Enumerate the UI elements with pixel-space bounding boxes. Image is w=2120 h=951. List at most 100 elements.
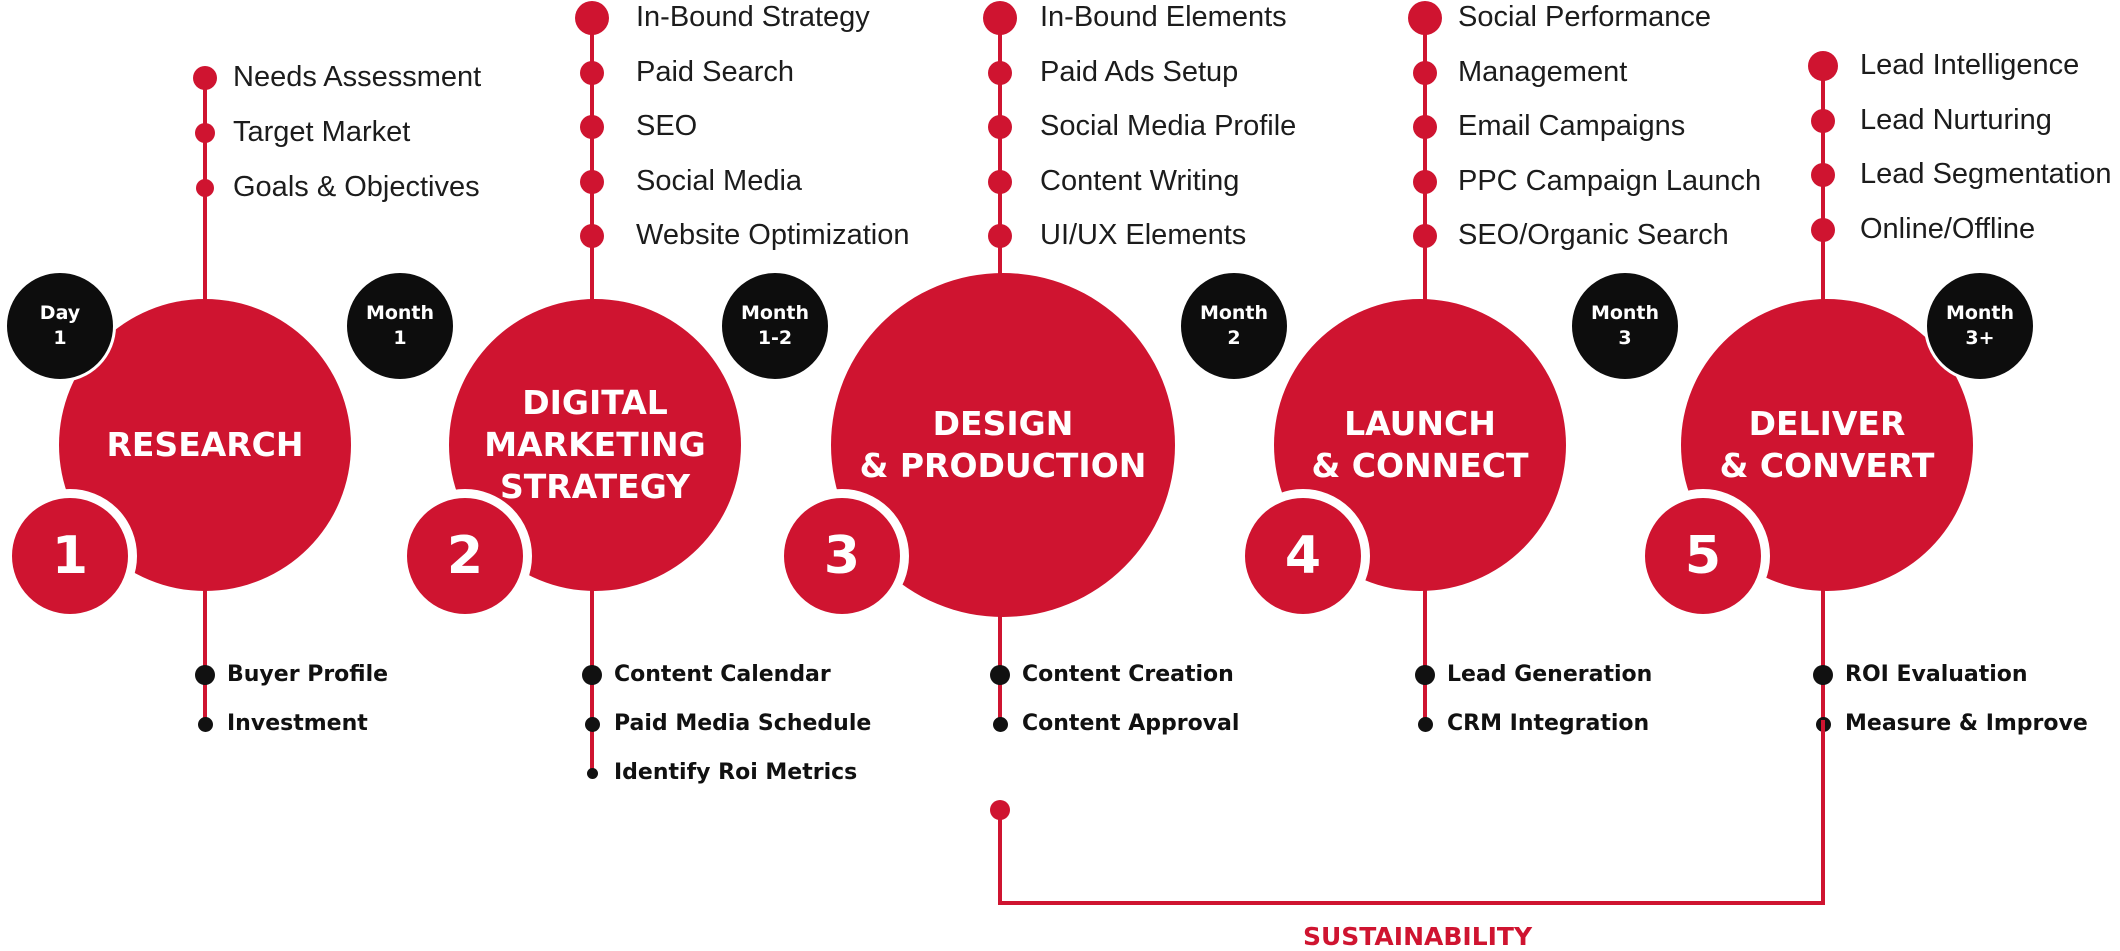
- stage-2-bottom-item-label: Content Calendar: [614, 662, 831, 687]
- stage-4-top-item-label: Social Performance: [1458, 1, 1712, 33]
- stage-5-top-item-label: Lead Nurturing: [1860, 103, 2052, 136]
- sustainability-loop-bottom: [998, 901, 1825, 905]
- stage-3-bottom-item-dot: [992, 716, 1008, 732]
- stage-3-top-item-label: In-Bound Elements: [1040, 1, 1287, 33]
- stage-1-bottom-connector: [203, 581, 207, 724]
- stage-2-bottom-item-label: Paid Media Schedule: [614, 711, 872, 736]
- stage-5-top-item-label: Lead Intelligence: [1860, 49, 2080, 81]
- sustainability-loop-dot: [990, 800, 1010, 820]
- stage-4-top-item-dot: [1413, 60, 1437, 85]
- stage-3-top-item-label: Content Writing: [1040, 164, 1240, 197]
- timeline-badge-text: Day 1: [39, 302, 81, 349]
- stage-4-top-item-label: Email Campaigns: [1458, 110, 1686, 142]
- stage-1-title: RESEARCH: [106, 425, 304, 464]
- stage-2-top-item-dot: [580, 169, 604, 194]
- timeline-badge: Month 1: [344, 270, 456, 382]
- stage-2-top-item-dot: [575, 1, 609, 35]
- stage-3-bottom-item-dot: [990, 665, 1010, 685]
- stage-4-bottom-item-label: Lead Generation: [1447, 662, 1653, 687]
- stage-3-bottom-item-label: Content Approval: [1022, 711, 1240, 736]
- stage-4-top-item-dot: [1413, 169, 1437, 194]
- stage-2-bottom-item-dot: [586, 767, 598, 779]
- stage-5-bottom-connector: [1821, 581, 1825, 724]
- stage-1-number-badge: 1: [3, 489, 137, 623]
- stage-1-bottom-item-label: Buyer Profile: [227, 662, 389, 687]
- stage-5-bottom-item-label: ROI Evaluation: [1845, 662, 2028, 687]
- stage-3-number-badge: 3: [775, 489, 909, 623]
- timeline-badge: Month 3+: [1924, 270, 2036, 382]
- stage-2-top-item-dot: [580, 60, 604, 85]
- stage-1-top-item-dot: [193, 66, 217, 90]
- stage-5-number-badge: 5: [1636, 489, 1770, 623]
- stage-1-number: 1: [51, 526, 89, 586]
- stage-5-top-item-dot: [1811, 217, 1835, 242]
- stage-4-top-item-dot: [1413, 115, 1437, 139]
- stage-5-bottom-item-dot: [1813, 665, 1833, 685]
- stage-1-top-item-label: Goals & Objectives: [233, 171, 480, 203]
- stage-3-top-item-dot: [988, 115, 1012, 139]
- timeline-badge-text: Month 3: [1590, 302, 1660, 349]
- stage-2-top-connector: [590, 18, 594, 309]
- stage-4-bottom-connector: [1423, 581, 1427, 724]
- stage-1-top-item-dot: [196, 179, 214, 197]
- timeline-badge: Month 3: [1569, 270, 1681, 382]
- stage-2-bottom-item-dot: [584, 716, 600, 732]
- stage-3-top-item-dot: [988, 169, 1012, 194]
- stage-3-bottom-item-label: Content Creation: [1022, 662, 1234, 687]
- stage-3-top-item-dot: [983, 1, 1017, 35]
- timeline-badge: Month 2: [1178, 270, 1290, 382]
- stage-4-number: 4: [1284, 526, 1322, 586]
- stage-4-bottom-item-dot: [1417, 716, 1433, 732]
- stage-5-top-connector: [1821, 66, 1825, 309]
- stage-4-top-item-label: Management: [1458, 55, 1628, 88]
- sustainability-label: SUSTAINABILITY: [1303, 922, 1533, 951]
- timeline-badge-text: Month 1: [365, 302, 435, 349]
- stage-2-bottom-item-dot: [582, 665, 602, 685]
- stage-4-top-item-dot: [1408, 1, 1442, 35]
- stage-5-top-item-label: Online/Offline: [1860, 212, 2036, 245]
- stage-4-bottom-item-label: CRM Integration: [1447, 711, 1650, 736]
- timeline-badge: Month 1-2: [719, 270, 831, 382]
- stage-5-title: DELIVER & CONVERT: [1719, 404, 1935, 485]
- timeline-badge-text: Month 3+: [1945, 302, 2015, 349]
- stage-3-top-item-label: Paid Ads Setup: [1040, 55, 1239, 88]
- stage-2-top-item-dot: [580, 115, 604, 139]
- stage-4-title: LAUNCH & CONNECT: [1311, 404, 1529, 485]
- stage-2-top-item-label: SEO: [636, 110, 698, 142]
- stage-4-bottom-item-dot: [1415, 665, 1435, 685]
- stage-3-top-item-label: UI/UX Elements: [1040, 219, 1247, 251]
- stage-2-top-item-label: Website Optimization: [636, 219, 910, 251]
- stage-3-number: 3: [823, 526, 861, 586]
- stage-2-top-item-dot: [580, 224, 604, 248]
- stage-2-top-item-label: Paid Search: [636, 55, 794, 88]
- stage-3-title: DESIGN & PRODUCTION: [859, 404, 1147, 485]
- stage-2-top-item-label: In-Bound Strategy: [636, 1, 870, 33]
- stage-4-top-item-label: PPC Campaign Launch: [1458, 164, 1762, 197]
- timeline-badge: Day 1: [4, 270, 116, 382]
- stage-3-top-connector: [998, 18, 1002, 283]
- timeline-badge-text: Month 2: [1199, 302, 1269, 349]
- stage-1-bottom-item-label: Investment: [227, 711, 368, 736]
- stage-2-number: 2: [446, 526, 484, 586]
- timeline-badge-text: Month 1-2: [740, 302, 810, 349]
- stage-2-top-item-label: Social Media: [636, 164, 803, 197]
- stage-1-top-item-label: Target Market: [233, 116, 411, 148]
- stage-4-number-badge: 4: [1236, 489, 1370, 623]
- stage-5-top-item-dot: [1811, 108, 1835, 133]
- stage-4-top-connector: [1423, 18, 1427, 309]
- stage-4-top-item-label: SEO/Organic Search: [1458, 219, 1729, 251]
- stage-2-bottom-item-label: Identify Roi Metrics: [614, 760, 858, 785]
- sustainability-loop-right: [1821, 720, 1825, 903]
- sustainability-loop-left: [998, 810, 1002, 903]
- stage-5-bottom-item-label: Measure & Improve: [1845, 711, 2088, 736]
- stage-5-number: 5: [1684, 526, 1722, 586]
- stage-3-top-item-dot: [988, 60, 1012, 85]
- stage-2-title: DIGITAL MARKETING STRATEGY: [484, 383, 706, 506]
- stage-1-top-item-label: Needs Assessment: [233, 61, 482, 93]
- stage-5-top-item-dot: [1808, 51, 1838, 81]
- stage-4-top-item-dot: [1413, 224, 1437, 248]
- stage-2-number-badge: 2: [398, 489, 532, 623]
- stage-3-top-item-label: Social Media Profile: [1040, 110, 1297, 142]
- stage-5-top-item-dot: [1811, 163, 1835, 187]
- stage-1-bottom-item-dot: [197, 716, 213, 732]
